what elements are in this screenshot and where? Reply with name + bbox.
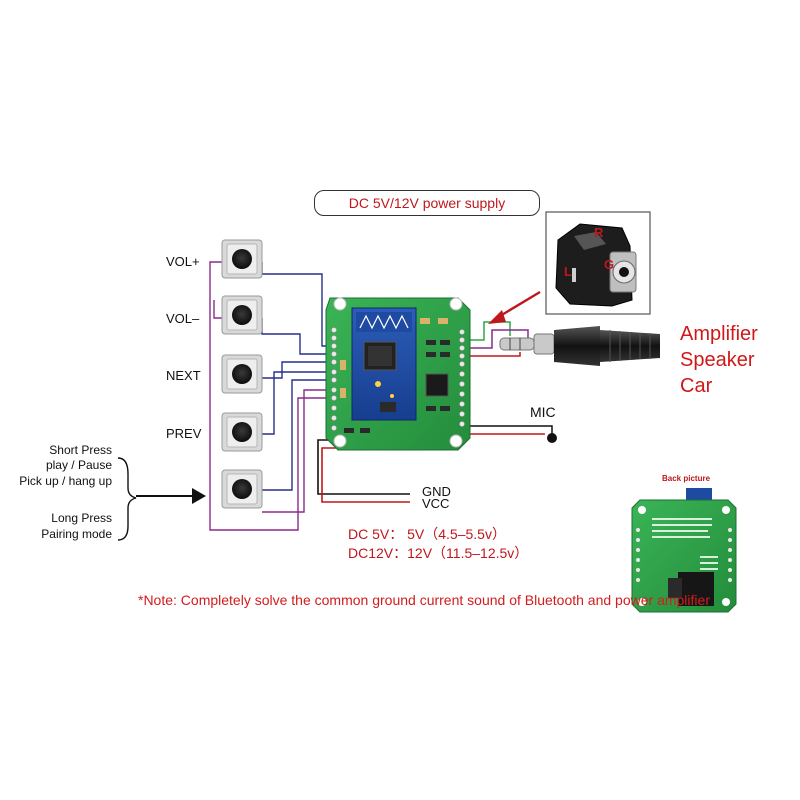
long-press-label-2: Pairing mode <box>41 527 112 541</box>
amplifier-label: Amplifier <box>680 323 758 345</box>
brace-icon <box>117 457 137 541</box>
car-label: Car <box>680 375 713 397</box>
mic-label: MIC <box>530 404 556 420</box>
button-prev[interactable] <box>221 412 263 452</box>
power-wires <box>317 439 410 503</box>
back-picture-title: Back picture <box>662 474 711 483</box>
bluetooth-module <box>351 307 417 421</box>
ground-noise-note: *Note: Completely solve the common groun… <box>138 592 710 608</box>
dc-5v-spec: DC 5V： 5V（4.5–5.5v） <box>348 526 506 542</box>
jack-closeup <box>545 211 651 315</box>
mic-wires <box>458 425 553 436</box>
jack-pin-g: G <box>604 257 615 272</box>
speaker-label: Speaker <box>680 349 755 371</box>
vol-minus-label: VOL– <box>166 311 200 326</box>
arrow-right-icon <box>136 488 206 504</box>
back-picture-board <box>631 488 737 613</box>
jack-pin-r: R <box>594 225 604 240</box>
jack-pin-l: L <box>564 264 572 279</box>
long-press-label: Long Press <box>51 511 112 525</box>
short-press-label-2: play / Pause <box>45 458 112 472</box>
vol-plus-label: VOL+ <box>166 254 200 269</box>
arrow-icon <box>488 290 541 324</box>
vcc-label: VCC <box>422 496 450 511</box>
short-press-label: Short Press <box>49 443 112 457</box>
bluetooth-board <box>325 297 471 451</box>
power-supply-label: DC 5V/12V power supply <box>314 190 540 216</box>
next-label: NEXT <box>166 368 201 383</box>
short-press-label-3: Pick up / hang up <box>19 474 112 488</box>
mic-icon <box>547 433 557 443</box>
dc-12v-spec: DC12V：12V（11.5–12.5v） <box>348 545 529 561</box>
amp-chip <box>425 373 449 397</box>
button-play-pause[interactable] <box>221 469 263 509</box>
button-next[interactable] <box>221 354 263 394</box>
audio-plug <box>499 326 660 366</box>
prev-label: PREV <box>166 426 202 441</box>
button-vol-minus[interactable] <box>221 295 263 335</box>
gnd-label: GND <box>422 484 451 499</box>
audio-wires <box>458 321 529 357</box>
button-vol-plus[interactable] <box>221 239 263 279</box>
tactile-buttons <box>221 239 263 509</box>
